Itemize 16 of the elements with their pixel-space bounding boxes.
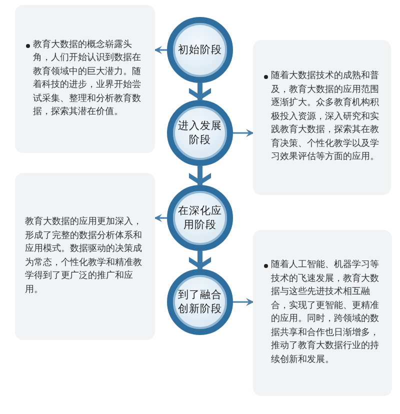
- description-text: 教育大数据的应用更加深入，形成了完整的数据分析体系和应用模式。数据驱动的决策成为常态，个性化教学和精准教学得到了更广泛的推广和应用。: [25, 216, 143, 296]
- stage-label: 在深化应用阶段: [177, 204, 223, 232]
- stage-label: 进入发展阶段: [177, 119, 223, 147]
- arrow: [233, 298, 254, 306]
- arrow: [154, 46, 167, 54]
- text-card: [253, 230, 392, 396]
- stage-label: 初始阶段: [178, 43, 222, 57]
- text-card: [15, 173, 155, 340]
- text-card: [253, 40, 391, 195]
- text-card: [15, 5, 155, 153]
- stage-label: 到了融合创新阶段: [177, 288, 223, 316]
- arrow: [154, 214, 167, 222]
- bullet-text: 教育大数据的概念崭露头角，人们开始认识到数据在教育领域中的巨大潜力。随着科技的进步，业界开始尝试采集、整理和分析教育数据，探索其潜在价值。: [25, 38, 145, 120]
- bullet-text: 随着人工智能、机器学习等技术的飞速发展，教育大数据与这些先进技术相互融合，实现了更智能、更精准的应用。同时，跨领域的数据共享和合作也日渐增多，推动了教育大数据行业的持续创新和发展。: [263, 259, 382, 367]
- arrow: [233, 129, 254, 137]
- bullet-text: 随着大数据技术的成熟和普及，教育大数据的应用范围逐渐扩大。众多教育机构积极投入资源，深入研究和实践教育大数据，探索其在教育决策、个性化教学以及学习效果评估等方面的应用。: [263, 70, 381, 165]
